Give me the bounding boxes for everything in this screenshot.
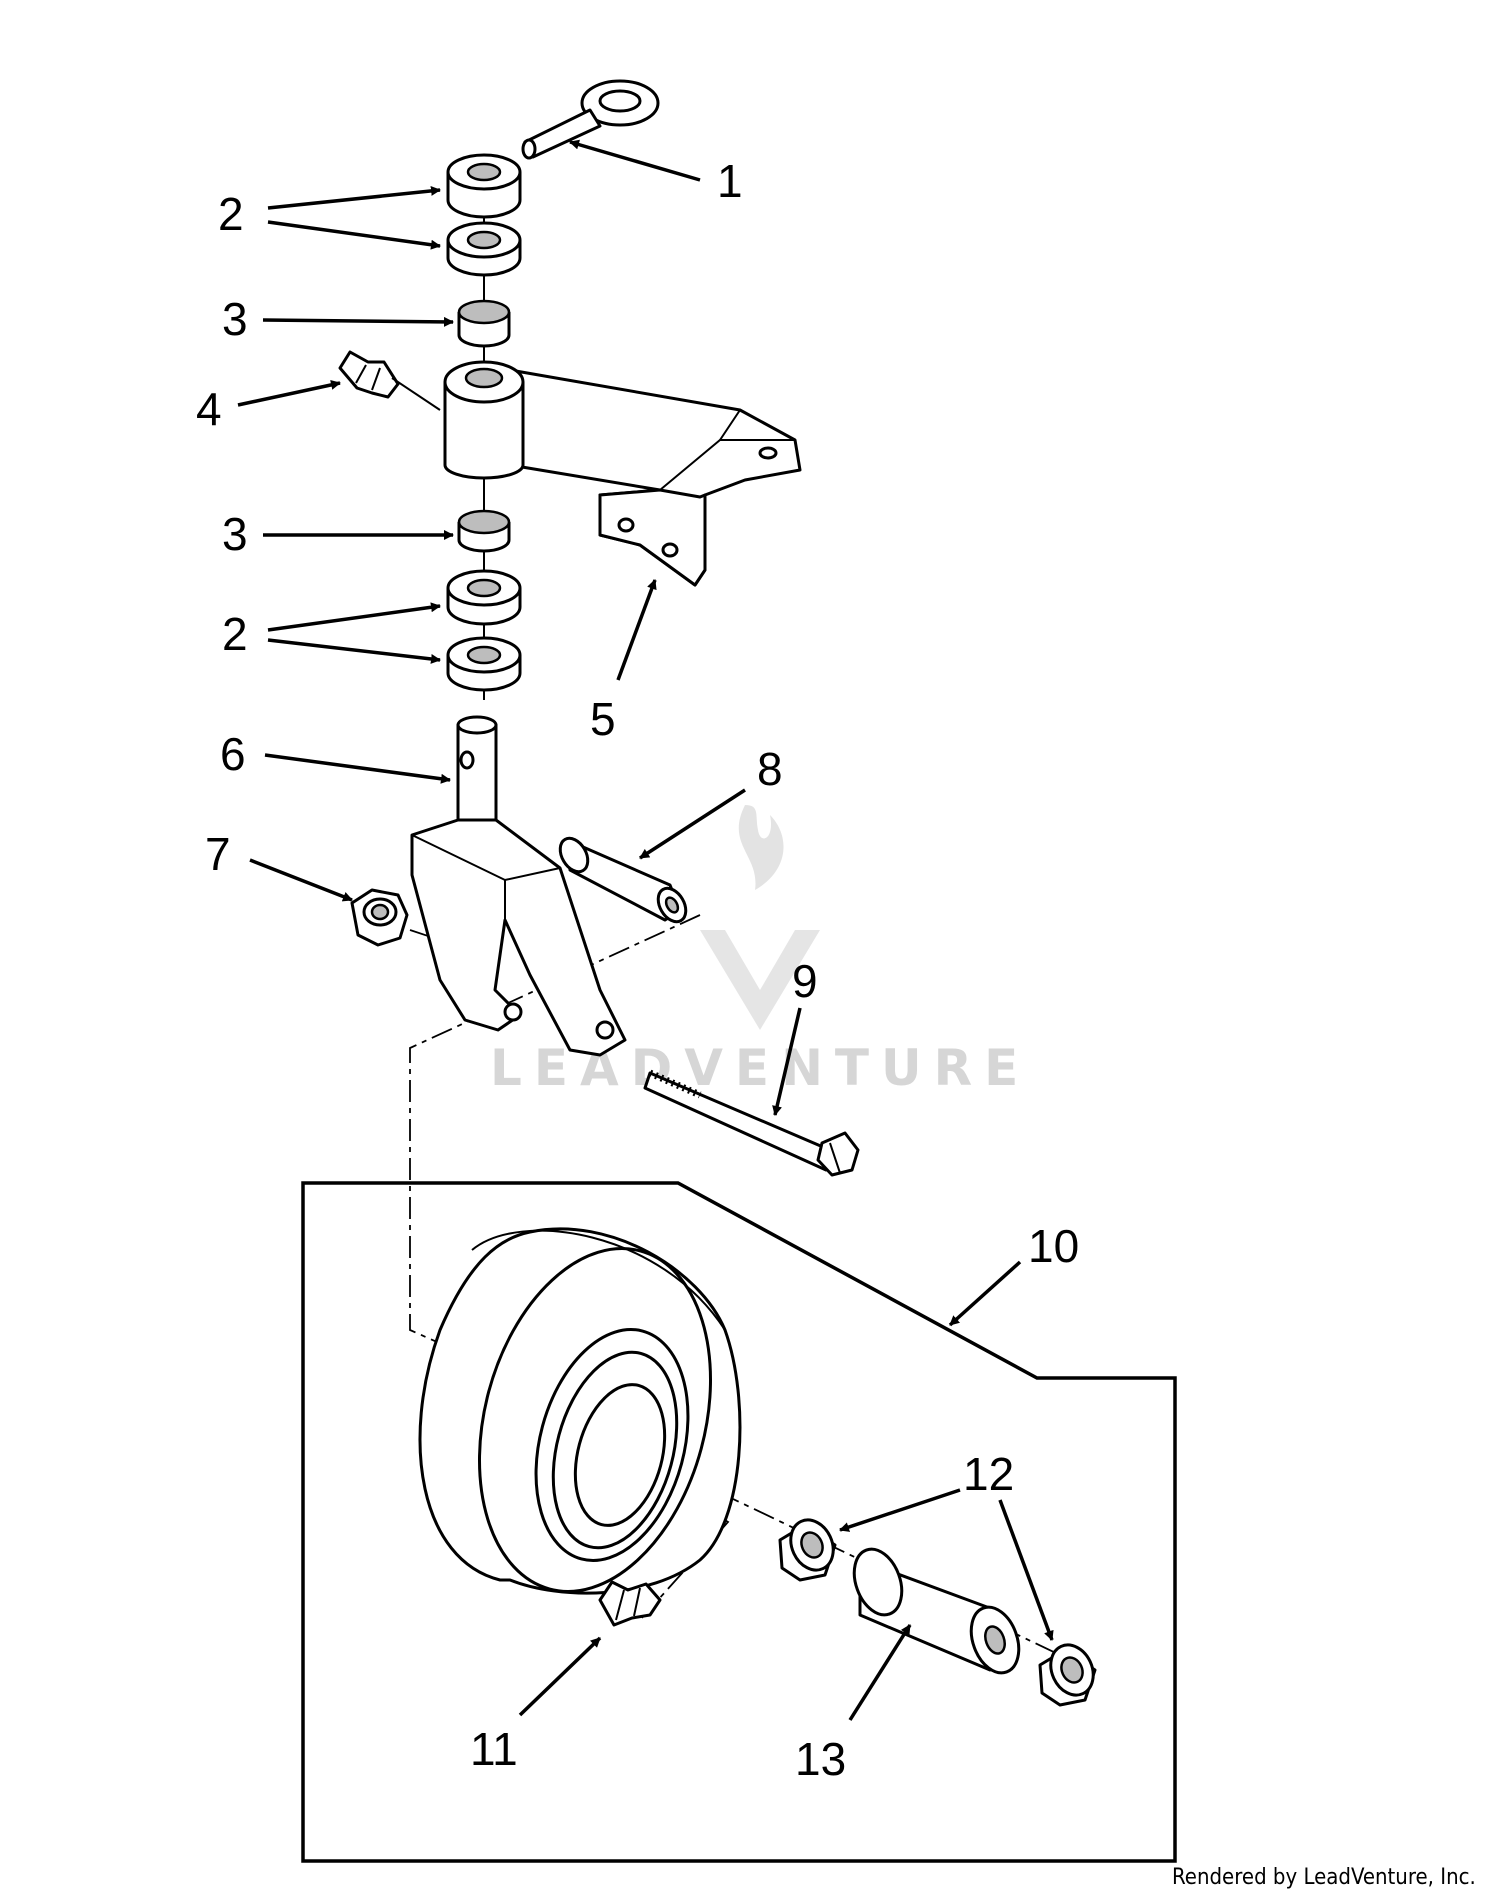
hex-bolt [643,1069,860,1177]
bushing-bottom [457,509,511,553]
leader-lines [237,139,1054,1721]
callout-13: 13 [795,1733,846,1785]
axle-washer-2 [1038,1643,1097,1707]
callout-12: 12 [963,1448,1014,1500]
wheel [418,1227,742,1595]
callout-5: 5 [590,693,616,745]
axle-tube [852,1547,1021,1675]
flame-logo-icon [700,805,820,1030]
washer-top-1 [446,153,522,219]
caster-arm [443,360,802,587]
callout-7: 7 [205,828,231,880]
callout-6: 6 [220,728,246,780]
washer-top-2 [446,221,522,277]
callout-2b: 2 [222,608,248,660]
callout-4: 4 [196,383,222,435]
render-credit: Rendered by LeadVenture, Inc. [1172,1865,1476,1890]
axle-washer-1 [778,1518,837,1582]
callout-9: 9 [792,955,818,1007]
callout-3a: 3 [222,293,248,345]
callout-3b: 3 [222,508,248,560]
ring-pin [521,79,660,160]
spacer-tube [558,836,688,924]
callout-11: 11 [470,1723,518,1775]
grease-fitting-lower [598,1580,662,1627]
callout-8: 8 [757,743,783,795]
grease-fitting-upper [338,350,441,411]
callout-10: 10 [1028,1220,1079,1272]
washer-bottom-1 [446,569,522,626]
washer-bottom-2 [446,636,522,692]
bushing-top [457,299,511,348]
callout-1: 1 [717,155,743,207]
caster-fork [410,715,627,1057]
lock-nut [350,888,409,947]
callout-2a: 2 [218,188,244,240]
wheel-assembly-boundary [301,1181,1177,1863]
